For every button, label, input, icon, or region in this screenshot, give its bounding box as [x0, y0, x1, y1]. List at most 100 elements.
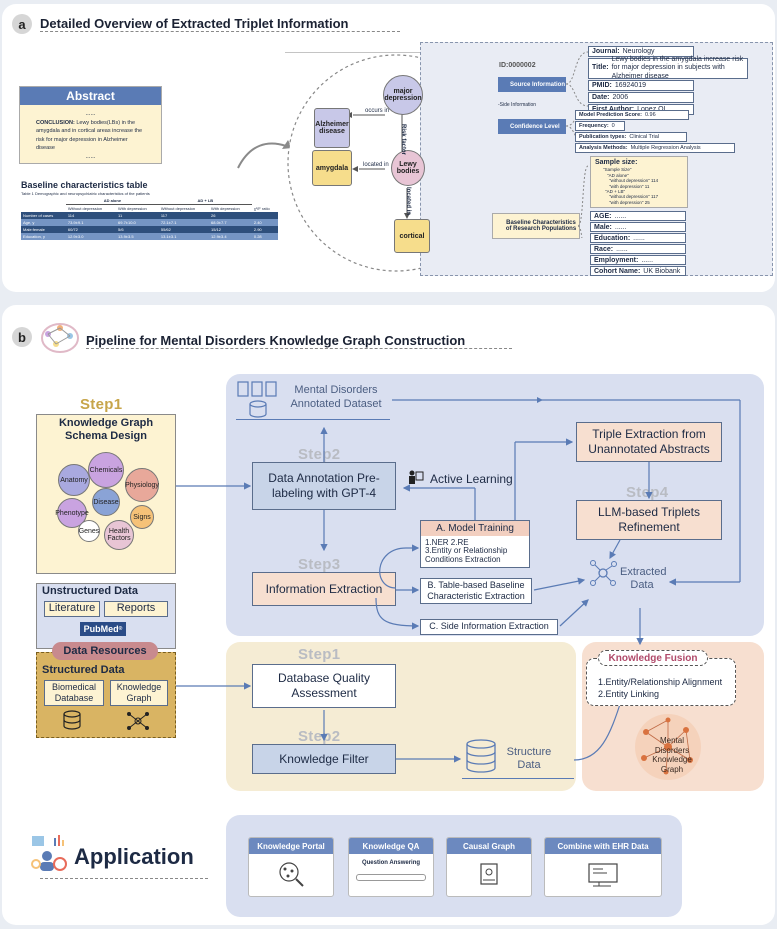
row-label: Number of cases [23, 213, 54, 218]
edge-risk-factor: Risk factor [400, 124, 406, 156]
panel-a-title: Detailed Overview of Extracted Triplet I… [40, 16, 400, 32]
subheader: With depression [118, 206, 147, 211]
causal-graph-title: Causal Graph [447, 838, 531, 854]
node-lewy-bodies: Lewy bodies [391, 150, 425, 186]
title-row: Title:Lewy bodies in the amygdala increa… [588, 56, 748, 80]
side-information-label: -Side Information [498, 102, 537, 108]
abstract-dots-top: ...... [85, 111, 96, 117]
node-amygdala: amygdala [312, 150, 352, 186]
triple-extraction-box: Triple Extraction from Unannotated Abstr… [576, 422, 722, 462]
record-id: ID:0000002 [499, 62, 536, 69]
subheader: Without depression [67, 206, 103, 211]
node-physiology: Physiology [125, 468, 159, 502]
brain-network-icon [41, 323, 79, 353]
biomedical-database-tag: Biomedical Database [44, 680, 104, 706]
model-training-title: A. Model Training [421, 521, 529, 536]
sample-line: "without depression" 117 [609, 194, 659, 200]
structure-data-label: Structure Data [506, 746, 552, 772]
ehr-title: Combine with EHR Data [545, 838, 661, 854]
fusion-title: Knowledge Fusion [598, 650, 708, 666]
cell: 15/12 [211, 227, 222, 232]
edge-occurs-in: occurs in [365, 108, 390, 114]
baseline-table-caption: Table 1 Demographic and neuropsychiatric… [21, 191, 150, 196]
application-icon [31, 835, 67, 871]
table-row: Number of cases 114 11 117 26 [21, 212, 278, 219]
flow-arrows [176, 397, 741, 646]
causal-graph-card: Causal Graph [446, 837, 532, 897]
cell: 68.0±7.7 [211, 220, 227, 225]
monitor-icon [588, 863, 618, 887]
causal-graph-icon [480, 863, 498, 885]
panel-b-letter: b [12, 327, 32, 347]
extracted-data-label: Extracted Data [620, 566, 667, 592]
cell: 11 [118, 213, 123, 218]
quality-step-label: Step1 [298, 646, 341, 663]
node-anatomy: Anatomy [58, 464, 90, 496]
table-row: Age, y 73.9±9.1 69.7±10.0 72.1±7.1 68.0±… [21, 219, 278, 226]
cell: 13.1±3.1 [160, 234, 177, 239]
quality-assessment-box: Database Quality Assessment [252, 664, 396, 708]
cell: 69.7±10.0 [118, 220, 136, 225]
cell: 72.1±7.1 [160, 220, 177, 225]
abstract-header: Abstract [20, 87, 161, 105]
cell: 60/72 [67, 227, 78, 232]
male-row: Male:...... [590, 222, 686, 232]
edge-located-in-2: located in [405, 187, 411, 216]
cell: 13.9±3.5 [118, 234, 134, 239]
pmid-row: PMID:16924019 [588, 80, 694, 91]
application-title: Application [74, 844, 194, 869]
ehr-card: Combine with EHR Data [544, 837, 662, 897]
abstract-dots-bottom: ...... [85, 154, 96, 160]
sample-line: "with depression" 25 [609, 199, 650, 205]
sample-line: "AD + LB" [605, 188, 626, 194]
cell: 117 [160, 213, 168, 218]
extracted-data-icon [590, 560, 617, 586]
knowledge-portal-card: Knowledge Portal [248, 837, 334, 897]
confidence-level-button: Confidence Level [498, 119, 566, 134]
sample-line: "with depression" 11 [609, 183, 650, 189]
baseline-characteristics-button: Baseline Characteristics of Research Pop… [492, 213, 580, 239]
llm-refine-box: LLM-based Triplets Refinement [576, 500, 722, 540]
pubtype-row: Publication types:Clinical Trial [575, 132, 687, 142]
sample-size-box: Sample size: "Sample Size" "AD alone" "w… [590, 156, 688, 208]
cohort-row: Cohort Name:UK Biobank [590, 266, 686, 276]
table-subheader-row: Without depression With depression Witho… [21, 204, 278, 212]
dataset-underline [236, 419, 390, 420]
information-extraction-box: Information Extraction [252, 572, 396, 606]
knowledge-portal-title: Knowledge Portal [249, 838, 333, 854]
row-label: Age, y [23, 220, 35, 225]
model-training-box: A. Model Training 1.NER 2.RE 3.Entity or… [420, 520, 530, 568]
pubmed-logo: PubMed® [80, 622, 126, 636]
cell: 114 [67, 213, 75, 218]
cell: 2.40 [253, 220, 262, 225]
mdkg-label: Mental Disorders Knowledge Graph [652, 736, 692, 774]
active-learning-label: Active Learning [430, 472, 513, 486]
race-row: Race:...... [590, 244, 686, 254]
subheader: Without depression [160, 206, 196, 211]
cell: 0.28 [253, 234, 262, 239]
edge-located-in-1: located in [363, 162, 389, 168]
node-phenotype: Phenotype [55, 498, 89, 528]
panel-a-letter: a [12, 14, 32, 34]
sample-line: "without depression" 114 [609, 178, 659, 184]
abstract-conclusion: CONCLUSION: Lewy bodies(LBs) in the amyg… [20, 117, 161, 154]
quality-arrows [176, 682, 624, 763]
cell: 73.9±9.1 [67, 220, 84, 225]
active-learning-person-icon [409, 470, 424, 484]
employment-row: Employment:...... [590, 255, 686, 265]
cell: 12.9±3.0 [67, 234, 84, 239]
database-icon [63, 710, 81, 730]
docs-database-icon [237, 381, 277, 418]
group-2: AD + LB [158, 197, 252, 205]
table-row: Male:female 60/72 5/6 55/62 15/12 2.90 [21, 226, 278, 233]
structure-data-icon [466, 739, 496, 773]
sample-line: "AD alone" [607, 172, 629, 178]
question-answering-label: Question Answering [361, 860, 421, 866]
knowledge-qa-title: Knowledge QA [349, 838, 433, 854]
education-row: Education:...... [590, 233, 686, 243]
sample-line: "Sample Size" [603, 167, 632, 173]
cell: 2.90 [253, 227, 262, 232]
extraction-step-label: Step3 [298, 556, 341, 573]
row-label: Male:female [23, 227, 45, 232]
pubmed-text: PubMed [83, 624, 119, 634]
